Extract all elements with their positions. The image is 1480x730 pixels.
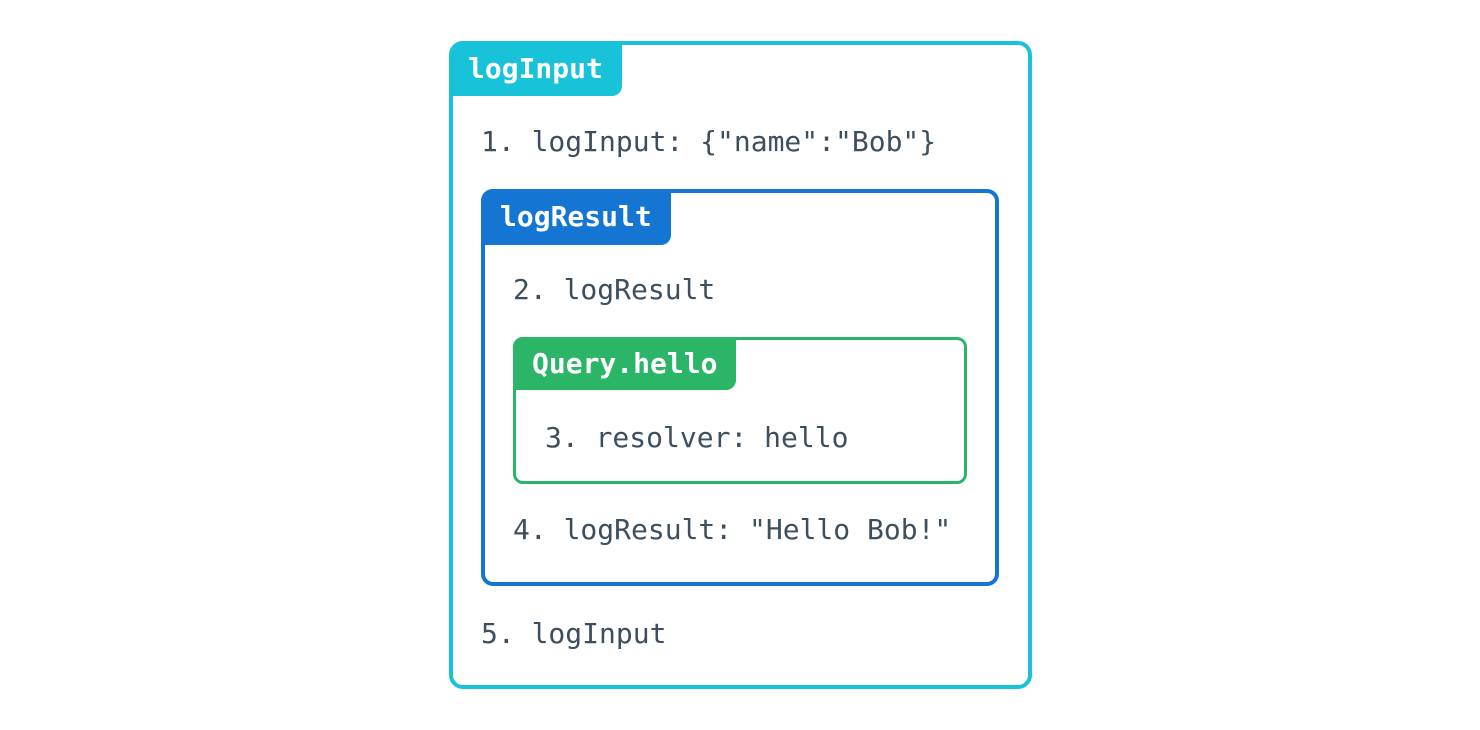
step-2-logresult-before: 2. logResult [513,273,716,306]
query-hello-tag: Query.hello [513,337,737,390]
logresult-tag-label: logResult [500,200,652,233]
loginput-middleware-box: logInput 1. logInput: {"name":"Bob"} log… [449,41,1032,689]
step-3-resolver: 3. resolver: hello [545,421,849,454]
query-hello-resolver-box: Query.hello 3. resolver: hello [513,337,967,484]
step-4-logresult-after: 4. logResult: "Hello Bob!" [513,513,952,546]
logresult-tag: logResult [481,189,671,245]
loginput-tag-label: logInput [468,52,603,85]
step-1-loginput-before: 1. logInput: {"name":"Bob"} [481,125,937,158]
step-5-loginput-after: 5. logInput [481,617,667,650]
logresult-middleware-box: logResult 2. logResult Query.hello 3. re… [481,189,999,586]
loginput-tag: logInput [449,41,622,96]
query-hello-tag-label: Query.hello [532,347,718,380]
